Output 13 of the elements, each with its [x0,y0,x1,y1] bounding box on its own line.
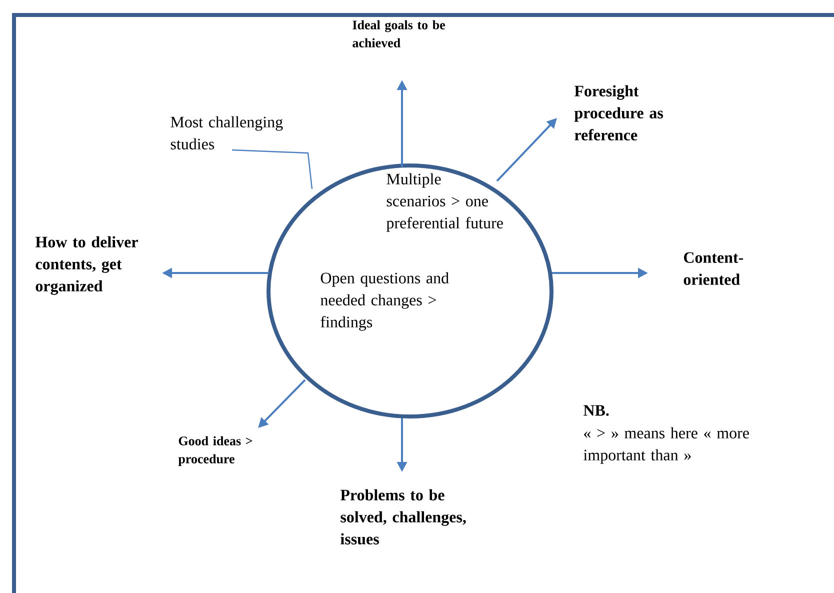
scenario-circle [266,164,554,418]
note-heading: NB. [584,405,609,416]
goal-label: Problems to be solved, challenges, issues [340,489,466,544]
goal-label: Content-oriented [684,252,744,285]
circle-text: Open questions and needed changes > findings [320,272,449,331]
leader-line [232,149,313,190]
goal-label: Good ideas > procedure [178,436,252,466]
goal-label: How to deliver contents, get organized [35,236,138,295]
note-text: « > » means here « more important than » [584,427,749,464]
goal-label: Foresight procedure as reference [574,85,663,140]
goal-label: Ideal goals to be achieved [352,20,446,48]
circle-text: Multiple scenarios > one preferential future [386,173,503,232]
note-label: Most challenging studies [170,116,283,150]
